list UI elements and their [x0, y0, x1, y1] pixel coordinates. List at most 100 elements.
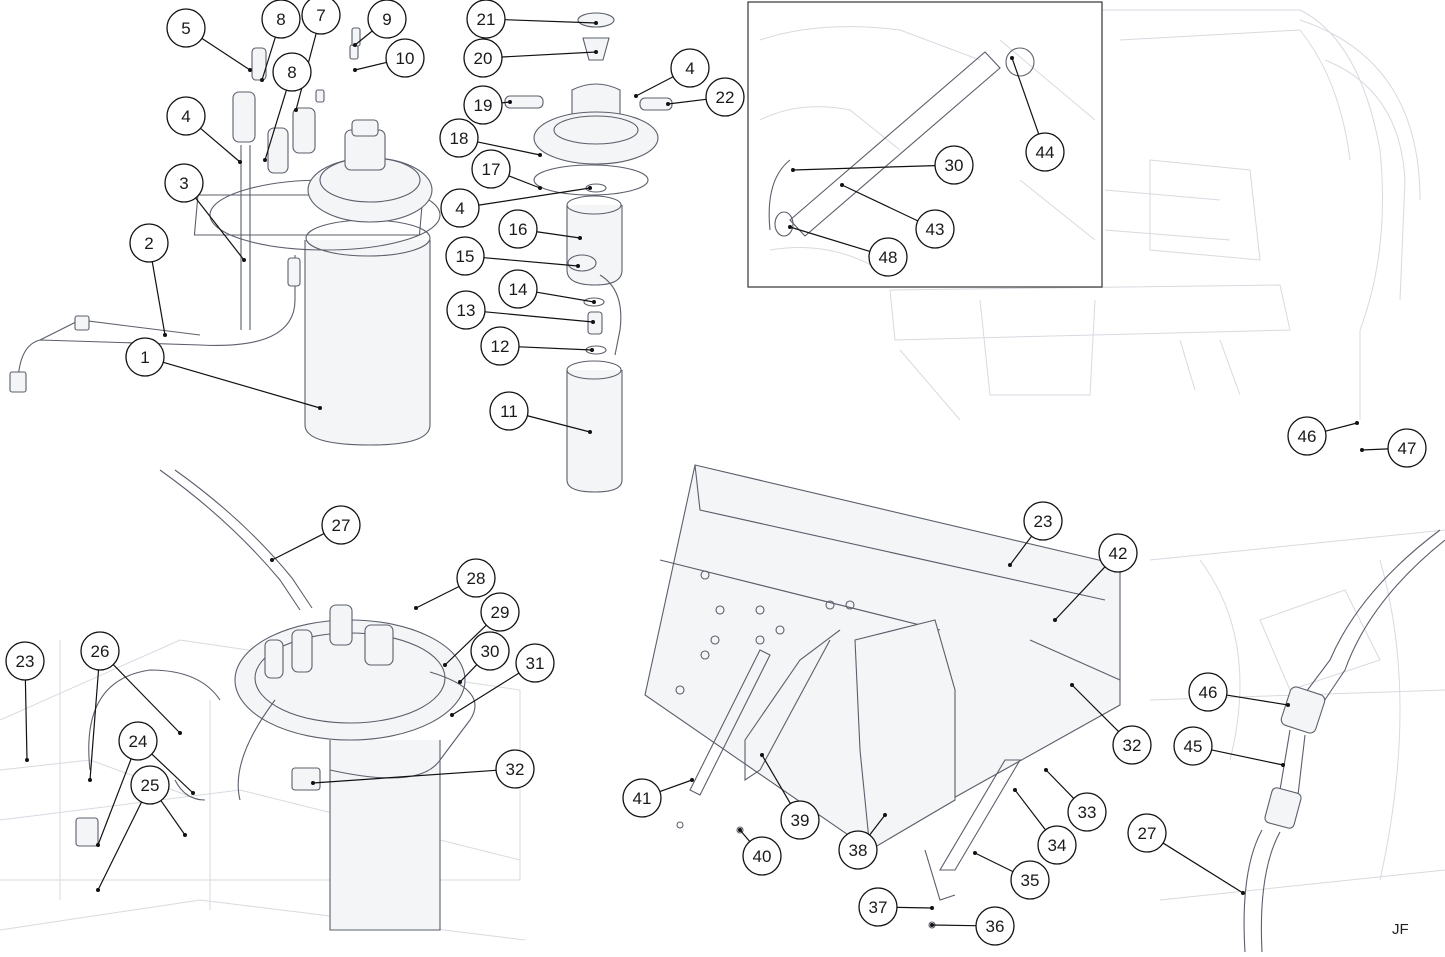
callout-c4b-leader-line [478, 187, 591, 206]
callout-c45-leader-line [1211, 749, 1284, 766]
callout-c11-leader-line [527, 415, 591, 433]
callout-number: 41 [633, 789, 652, 808]
callout-number: 37 [869, 898, 888, 917]
callout-circle [489, 391, 529, 431]
callout-c46b-leader-line [1226, 694, 1289, 706]
callout-c4c-leader-line [635, 76, 674, 97]
callout-c28-leader-line [415, 585, 460, 609]
callout-circle [934, 145, 974, 185]
callout-c29-leader-dot [443, 663, 447, 667]
callout-c17-leader-line [508, 175, 541, 189]
callout-circle [480, 592, 520, 632]
callout-number: 46 [1199, 683, 1218, 702]
callout-number: 38 [849, 841, 868, 860]
callout-c38: 38 [838, 830, 878, 870]
callout-c9-leader-line [354, 30, 373, 46]
callout-c42: 42 [1098, 533, 1138, 573]
callout-c48-leader-line [789, 226, 871, 253]
callout-c47: 47 [1387, 428, 1427, 468]
callout-circle [456, 558, 496, 598]
callout-circle [1025, 132, 1065, 172]
callout-c13-leader-dot [591, 320, 595, 324]
callout-c31-leader-dot [450, 713, 454, 717]
callout-c33-leader-line [1045, 769, 1075, 799]
callout-c30b-leader-dot [458, 680, 462, 684]
callout-c20-leader-line [501, 51, 597, 58]
callout-circle [838, 830, 878, 870]
callout-number: 36 [986, 917, 1005, 936]
callout-c8a-leader-dot [260, 78, 264, 82]
callout-number: 30 [945, 156, 964, 175]
callout-c17: 17 [471, 149, 511, 189]
callout-c25-leader-line [97, 801, 143, 891]
callout-c48-leader-dot [788, 225, 792, 229]
callout-circle [1037, 825, 1077, 865]
callout-circle [463, 38, 503, 78]
callout-c39: 39 [780, 800, 820, 840]
callout-c42-leader-line [1054, 566, 1106, 621]
callout-c2-leader-dot [163, 333, 167, 337]
callout-c40: 40 [742, 836, 782, 876]
callout-c4c-leader-dot [634, 94, 638, 98]
callout-circle [367, 0, 407, 39]
callout-circle [385, 38, 425, 78]
callout-c36: 36 [975, 906, 1015, 946]
callout-circle [1173, 726, 1213, 766]
callout-number: 16 [509, 220, 528, 239]
callout-number: 7 [316, 6, 325, 25]
callout-c36-leader-line [931, 924, 977, 927]
callout-circle [1067, 792, 1107, 832]
callout-c25-extra-leader-line [160, 800, 186, 836]
callout-c24-extra-leader-dot [191, 791, 195, 795]
callout-circle [1023, 501, 1063, 541]
callout-c23a: 23 [5, 641, 45, 681]
callout-c28: 28 [456, 558, 496, 598]
callout-number: 29 [491, 603, 510, 622]
callout-c26-extra-leader-line [112, 664, 181, 734]
callout-c40-leader-line [739, 829, 751, 842]
callout-c32b: 32 [1112, 725, 1152, 765]
callout-c4b: 4 [440, 188, 480, 228]
callout-c32a-leader-dot [311, 781, 315, 785]
callout-circle [301, 0, 341, 35]
callout-c1: 1 [125, 337, 165, 377]
callout-number: 23 [1034, 512, 1053, 531]
callout-c12-leader-dot [590, 348, 594, 352]
callout-circle [272, 52, 312, 92]
callout-circle [446, 290, 486, 330]
callout-number: 13 [457, 301, 476, 320]
callout-number: 30 [481, 642, 500, 661]
callout-c29-leader-line [444, 624, 487, 666]
callout-c21: 21 [466, 0, 506, 39]
callout-circle [1098, 533, 1138, 573]
callout-circle [164, 163, 204, 203]
callout-number: 43 [926, 220, 945, 239]
callout-number: 4 [181, 107, 190, 126]
callout-number: 42 [1109, 544, 1128, 563]
callout-number: 3 [179, 174, 188, 193]
callout-c32b-leader-dot [1070, 683, 1074, 687]
callout-c4a-leader-line [200, 127, 241, 163]
callout-c20-leader-dot [594, 50, 598, 54]
callout-number: 24 [129, 732, 148, 751]
callout-number: 27 [332, 516, 351, 535]
callout-circle [498, 209, 538, 249]
callout-circle [440, 188, 480, 228]
fuel-cell-canister-assembly [9, 44, 441, 446]
callout-c44: 44 [1025, 132, 1065, 172]
callout-c33: 33 [1067, 792, 1107, 832]
callout-c25-leader-dot [96, 888, 100, 892]
callout-c25-extra-leader-dot [183, 833, 187, 837]
callout-circle [1387, 428, 1427, 468]
callout-number: 46 [1298, 427, 1317, 446]
callout-c8b-leader-line [264, 89, 288, 161]
callout-c27b-leader-line [1162, 842, 1244, 894]
callout-c37-leader-line [896, 906, 933, 909]
callout-c27b: 27 [1127, 813, 1167, 853]
callout-number: 10 [396, 49, 415, 68]
callout-c37: 37 [858, 887, 898, 927]
callout-c16: 16 [498, 209, 538, 249]
callout-c4a-leader-dot [238, 160, 242, 164]
callout-number: 21 [477, 10, 496, 29]
